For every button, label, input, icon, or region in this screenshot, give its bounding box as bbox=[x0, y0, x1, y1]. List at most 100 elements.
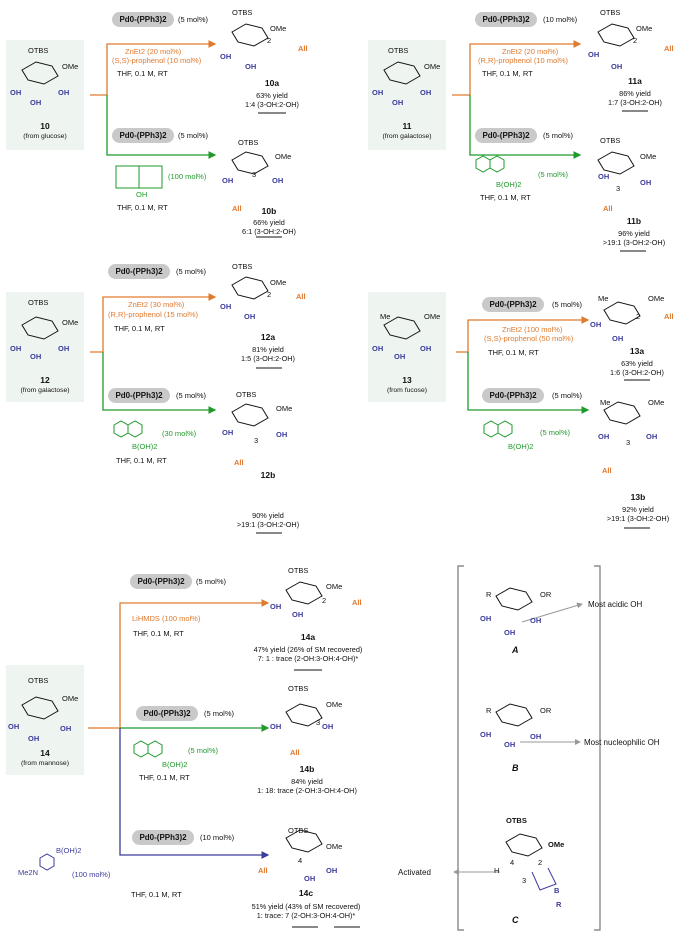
compound-13: 13 bbox=[402, 375, 412, 385]
compound-12: 12 bbox=[40, 375, 50, 385]
p14b-otbs: OTBS bbox=[288, 684, 309, 693]
yield-14c: 51% yield (43% of SM recovered) bbox=[251, 902, 361, 911]
catalyst-pill-11a: Pd0-(PPh3)2 bbox=[475, 12, 537, 27]
cat-amt-14b: (5 mol%) bbox=[204, 709, 235, 718]
yield-13b: 92% yield bbox=[622, 505, 654, 514]
p12b-otbs: OTBS bbox=[236, 390, 257, 399]
p14b-oh4: OH bbox=[270, 722, 282, 731]
mech-label-B: B bbox=[512, 763, 519, 773]
ratio-12a: 1:5 (3-OH:2-OH) bbox=[241, 354, 295, 363]
product-11a: 11a bbox=[628, 76, 642, 86]
product-12a: 12a bbox=[260, 332, 276, 342]
mech-label-A: A bbox=[512, 645, 519, 655]
ring-12b bbox=[231, 403, 269, 427]
compound-11: 11 bbox=[402, 121, 412, 131]
p14a-all: All bbox=[352, 598, 362, 607]
product-10b: 10b bbox=[261, 206, 277, 216]
p11b-oh4: OH bbox=[598, 172, 610, 181]
C-boron: B bbox=[554, 886, 560, 895]
A-or: OR bbox=[540, 590, 552, 599]
p13b-me: Me bbox=[600, 398, 611, 407]
p11a-pos: 2 bbox=[633, 36, 638, 45]
reagent-14c-boh2: B(OH)2 bbox=[56, 846, 82, 855]
ring-10a bbox=[231, 23, 269, 47]
ring-B bbox=[495, 703, 533, 727]
p13a-oh4: OH bbox=[590, 320, 602, 329]
solvent-12a: THF, 0.1 M, RT bbox=[114, 324, 165, 333]
solvent-10b: THF, 0.1 M, RT bbox=[117, 203, 168, 212]
solvent-10a: THF, 0.1 M, RT bbox=[117, 69, 168, 78]
product-14a: 14a bbox=[300, 632, 316, 642]
C-otbs: OTBS bbox=[506, 816, 527, 825]
yield-14a: 47% yield (26% of SM recovered) bbox=[253, 645, 363, 654]
ring-10b bbox=[231, 151, 269, 175]
p13b-oh2: OH bbox=[646, 432, 658, 441]
p10a-ome: OMe bbox=[270, 24, 287, 33]
ring-12 bbox=[21, 316, 59, 340]
p11a-ome: OMe bbox=[636, 24, 653, 33]
p14b-pos: 3 bbox=[316, 718, 321, 727]
mechanism-bracket bbox=[457, 565, 601, 931]
p13a-oh3: OH bbox=[612, 334, 624, 343]
A-r: R bbox=[486, 590, 492, 599]
p14c-oh3: OH bbox=[304, 874, 316, 883]
cat-amt-10b: (5 mol%) bbox=[178, 131, 209, 140]
reagent-amt-13b: (5 mol%) bbox=[540, 428, 571, 437]
sm11-ome: OMe bbox=[424, 62, 441, 71]
quinoline-reagent-13 bbox=[483, 420, 513, 438]
catalyst-pill-13a: Pd0-(PPh3)2 bbox=[482, 297, 544, 312]
p14b-ome: OMe bbox=[326, 700, 343, 709]
sm11-oh-2: OH bbox=[420, 88, 432, 97]
reagent-14b-boh2: B(OH)2 bbox=[162, 760, 188, 769]
source-11: (from galactose) bbox=[382, 133, 432, 140]
cat-amt-13a: (5 mol%) bbox=[552, 300, 583, 309]
sm14-otbs: OTBS bbox=[28, 676, 49, 685]
sm14-ome: OMe bbox=[62, 694, 79, 703]
reagent-amt-10b: (100 mol%) bbox=[168, 172, 207, 181]
solvent-11b: THF, 0.1 M, RT bbox=[480, 193, 531, 202]
ring-14 bbox=[21, 696, 59, 720]
p12a-pos: 2 bbox=[267, 290, 272, 299]
panel-14 bbox=[6, 665, 84, 775]
C-pos2: 2 bbox=[538, 858, 543, 867]
p10b-otbs: OTBS bbox=[238, 138, 259, 147]
yield-10b: 66% yield bbox=[253, 218, 285, 227]
panel-13 bbox=[368, 292, 446, 402]
p12b-oh4: OH bbox=[222, 428, 234, 437]
sm14-oh-2: OH bbox=[60, 724, 72, 733]
mechanism-arrows bbox=[453, 602, 583, 875]
product-10a: 10a bbox=[264, 78, 280, 88]
cat-amt-14c: (10 mol%) bbox=[200, 833, 235, 842]
sm13-ome: OMe bbox=[424, 312, 441, 321]
ring-12a bbox=[231, 276, 269, 300]
sm12-ome: OMe bbox=[62, 318, 79, 327]
quinoline-reagent-12 bbox=[113, 420, 143, 438]
p10a-all: All bbox=[298, 44, 308, 53]
p11a-all: All bbox=[664, 44, 674, 53]
reagent-13b-boh2: B(OH)2 bbox=[508, 442, 534, 451]
panel-11 bbox=[368, 40, 446, 150]
p14a-oh4: OH bbox=[270, 602, 282, 611]
p13b-pos: 3 bbox=[626, 438, 631, 447]
sm13-oh-2: OH bbox=[420, 344, 432, 353]
p10b-oh4: OH bbox=[222, 176, 234, 185]
p12a-oh3: OH bbox=[244, 312, 256, 321]
p12b-oh2: OH bbox=[276, 430, 288, 439]
source-14: (from mannose) bbox=[21, 760, 69, 767]
ratio-11b: >19:1 (3-OH:2-OH) bbox=[602, 238, 666, 247]
ratio-10a: 1:4 (3-OH:2-OH) bbox=[245, 100, 299, 109]
p12b-all: All bbox=[234, 458, 244, 467]
p11b-oh2: OH bbox=[640, 178, 652, 187]
p10b-pos: 3 bbox=[252, 170, 257, 179]
mech-label-C: C bbox=[512, 915, 519, 925]
quinoline-reagent-11 bbox=[475, 155, 505, 173]
C-r: R bbox=[556, 900, 562, 909]
source-10: (from glucose) bbox=[23, 133, 67, 140]
B-oh4: OH bbox=[480, 730, 492, 739]
catalyst-pill-14a: Pd0-(PPh3)2 bbox=[130, 574, 192, 589]
cat-amt-14a: (5 mol%) bbox=[196, 577, 227, 586]
p13b-oh4: OH bbox=[598, 432, 610, 441]
catalyst-pill-12a: Pd0-(PPh3)2 bbox=[108, 264, 170, 279]
p14b-all: All bbox=[290, 748, 300, 757]
